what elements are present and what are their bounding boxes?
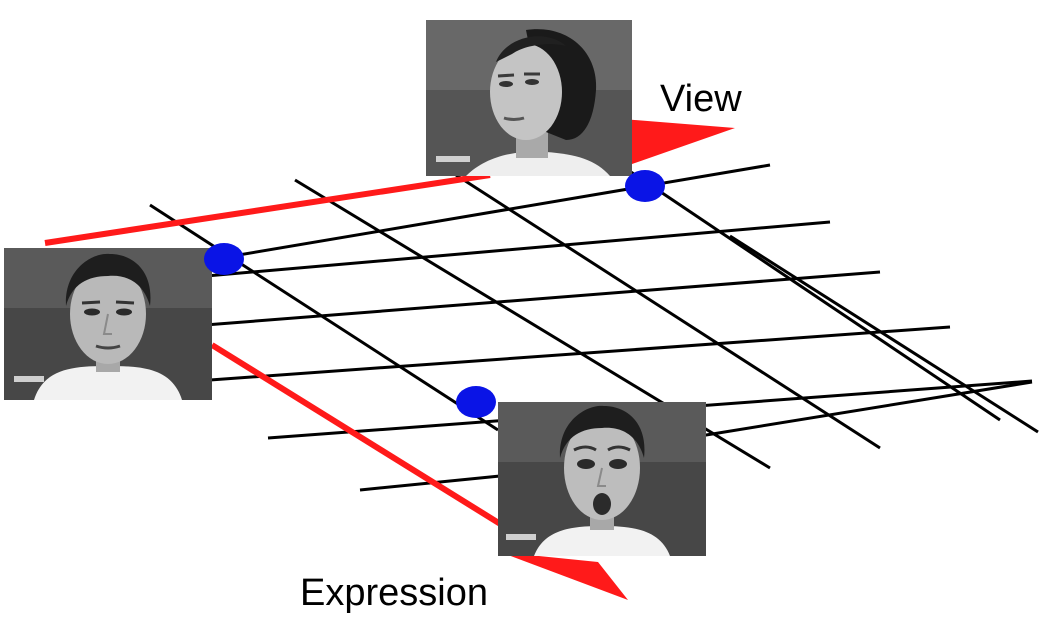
- view-label: View: [660, 78, 742, 120]
- node-origin: [204, 243, 244, 275]
- expression-label: Expression: [300, 572, 488, 614]
- grid-line-d1: [149, 203, 499, 432]
- view-axis: [44, 118, 735, 246]
- node-expression: [456, 386, 496, 418]
- face-frontal-neutral: [2, 246, 214, 402]
- view-axis-line: [44, 172, 491, 246]
- grid-line-h3: [204, 270, 881, 327]
- view-axis-arrowhead: [610, 118, 735, 170]
- grid-line-d4: [627, 168, 1001, 422]
- grid-line-d5: [729, 234, 1039, 434]
- grid-nodes: [204, 170, 665, 418]
- grid-line-d3: [455, 173, 881, 450]
- face-frontal-surprised: [496, 400, 708, 558]
- expression-axis-arrowhead: [500, 552, 628, 600]
- expression-axis: [210, 342, 628, 600]
- grid-line-h1: [149, 163, 771, 272]
- grid-line-h6b: [699, 380, 1033, 438]
- face-side-view: [424, 18, 634, 178]
- node-view: [625, 170, 665, 202]
- expression-axis-line: [210, 342, 512, 533]
